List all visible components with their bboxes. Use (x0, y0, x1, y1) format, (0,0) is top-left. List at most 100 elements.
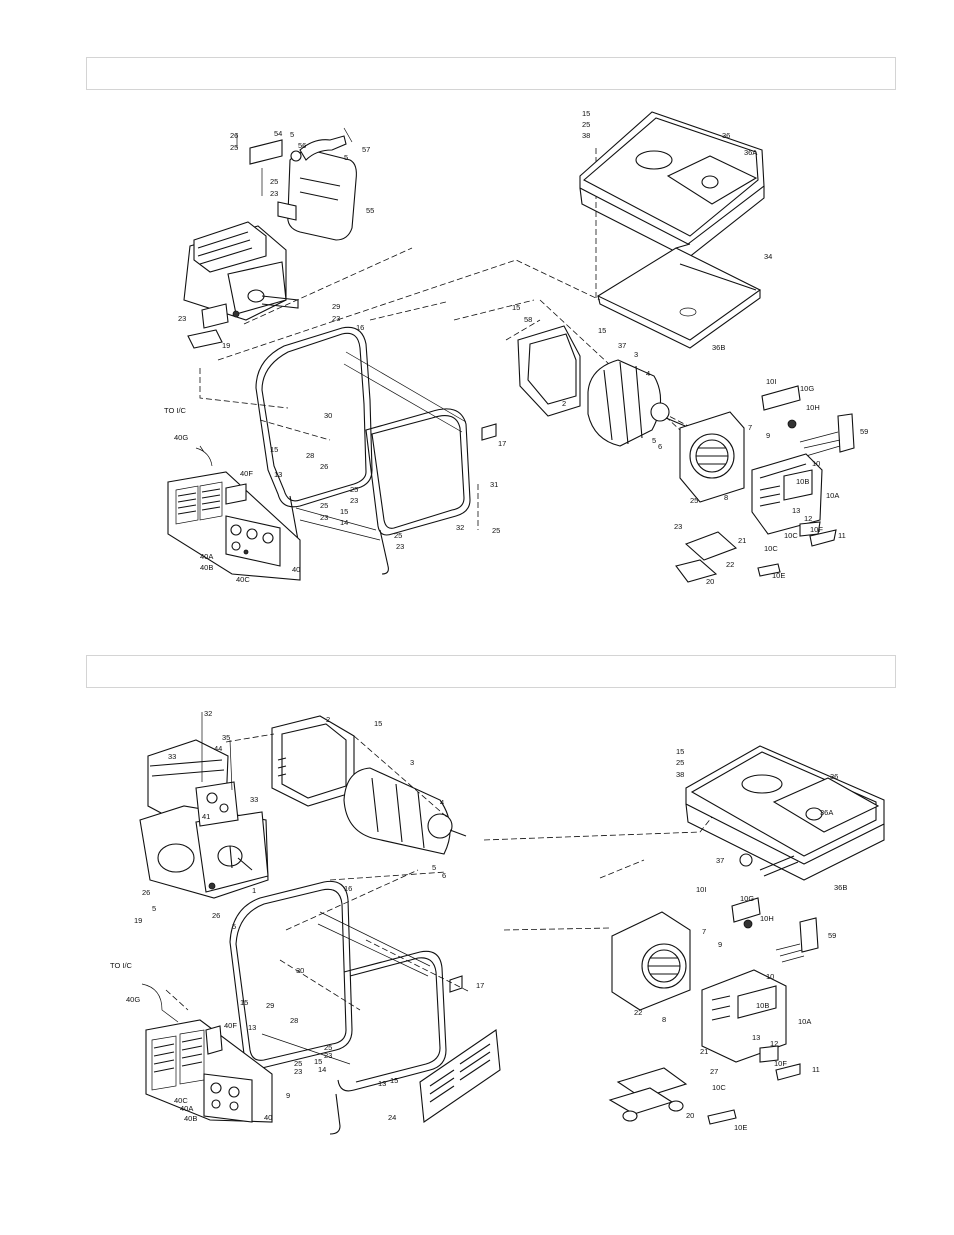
control-panel (167, 445, 301, 581)
muffler-assembly (236, 127, 357, 241)
control-panel (141, 983, 273, 1123)
label: 33 (250, 795, 258, 804)
part-labels-bottom: 32 35 33 44 33 41 2 15 3 4 5 6 1 26 5 19… (110, 709, 847, 1132)
label: 10B (756, 1001, 769, 1010)
label: 40G (126, 995, 140, 1004)
label: 10H (806, 403, 820, 412)
label: 10G (800, 384, 814, 393)
label: 34 (764, 252, 772, 261)
label: 15 (314, 1057, 322, 1066)
label: 40A (200, 552, 213, 561)
label: 23 (270, 189, 278, 198)
label: 36B (712, 343, 725, 352)
label: 15 (582, 109, 590, 118)
label: 13 (752, 1033, 760, 1042)
label: 36 (722, 131, 730, 140)
label: 33 (168, 752, 176, 761)
label: 10E (772, 571, 785, 580)
label: 20 (686, 1111, 694, 1120)
label: 5 (290, 130, 294, 139)
label: 36 (830, 772, 838, 781)
label: 23 (350, 496, 358, 505)
label: 11 (812, 1065, 820, 1074)
label: 10C (764, 544, 778, 553)
rotor-assembly (343, 767, 467, 855)
alternator-assembly (608, 853, 819, 1125)
label: 10C (712, 1083, 726, 1092)
section-header-box-bottom (86, 655, 896, 688)
generator-shroud (271, 715, 355, 807)
label: 14 (340, 518, 348, 527)
label: 25 (394, 531, 402, 540)
label: 22 (726, 560, 734, 569)
label: 21 (700, 1047, 708, 1056)
label: 30 (296, 966, 304, 975)
label: 56 (298, 141, 306, 150)
label: 40G (174, 433, 188, 442)
label: 15 (270, 445, 278, 454)
label: 1 (252, 886, 256, 895)
label: 10H (760, 914, 774, 923)
label: 25 (270, 177, 278, 186)
label: 10C (784, 531, 798, 540)
label: 35 (222, 733, 230, 742)
label: 31 (490, 480, 498, 489)
label: 8 (662, 1015, 666, 1024)
label: 22 (634, 1008, 642, 1017)
label: 10F (774, 1059, 787, 1068)
label: 59 (860, 427, 868, 436)
label: 38 (676, 770, 684, 779)
label: 25 (324, 1043, 332, 1052)
part-labels-top: 26 25 54 5 56 57 5 25 23 55 23 29 23 19 … (164, 109, 868, 586)
label: 10B (796, 477, 809, 486)
label: 9 (766, 431, 770, 440)
engine-block (139, 712, 269, 899)
label: 59 (828, 931, 836, 940)
label: 3 (410, 758, 414, 767)
label: 7 (702, 927, 706, 936)
label: 10I (766, 377, 776, 386)
label: 36B (834, 883, 847, 892)
label: 15 (598, 326, 606, 335)
label: 40B (200, 563, 213, 572)
label: 40C (236, 575, 250, 584)
label: 15 (240, 998, 248, 1007)
label: TO I/C (110, 961, 133, 970)
label: 58 (524, 315, 532, 324)
label: 27 (710, 1067, 718, 1076)
label: 2 (562, 399, 566, 408)
label: 17 (476, 981, 484, 990)
label: 25 (492, 526, 500, 535)
label: 23 (332, 314, 340, 323)
label: 11 (838, 531, 846, 540)
label: 20 (706, 577, 714, 586)
label: 26 (212, 911, 220, 920)
label: 23 (294, 1067, 302, 1076)
label: 10G (740, 894, 754, 903)
label: 5 (652, 436, 656, 445)
label: 38 (582, 131, 590, 140)
label: 40 (264, 1113, 272, 1122)
label: 25 (676, 758, 684, 767)
label: 13 (792, 506, 800, 515)
label: 6 (658, 442, 662, 451)
label: TO I/C (164, 406, 187, 415)
label: 30 (324, 411, 332, 420)
label: 9 (286, 1091, 290, 1100)
label: 5 (432, 863, 436, 872)
label: 25 (294, 1059, 302, 1068)
label: 24 (388, 1113, 396, 1122)
label: 25 (230, 143, 238, 152)
label: 10I (696, 885, 706, 894)
label: 19 (222, 341, 230, 350)
label: 6 (442, 871, 446, 880)
label: 29 (332, 302, 340, 311)
label: 23 (674, 522, 682, 531)
label: 23 (320, 513, 328, 522)
base-plate (596, 243, 762, 349)
label: 10 (812, 459, 820, 468)
label: 19 (134, 916, 142, 925)
label: 32 (204, 709, 212, 718)
label: 37 (618, 341, 626, 350)
label: 3 (634, 350, 638, 359)
